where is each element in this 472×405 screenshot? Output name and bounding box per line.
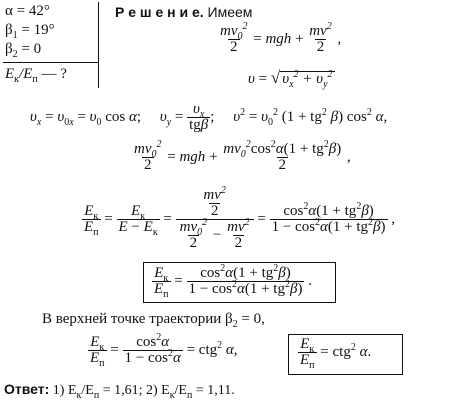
given-vertical-divider [98, 2, 99, 88]
answer-line: Ответ: 1) Eк/Eп = 1,61; 2) Eк/Eп = 1,11. [4, 381, 235, 401]
given-beta2: β2 = 0 [5, 41, 42, 60]
solution-heading: Р е ш е н и е. Имеем [115, 4, 253, 20]
given-find: Eк/Eп — ? [5, 66, 67, 85]
boxed-ctg-formula [288, 334, 403, 375]
given-alpha: α = 42° [5, 3, 50, 19]
equation-velocity: υ = √υx2 + υy2 [248, 68, 335, 90]
boxed-ratio-formula [143, 262, 336, 303]
given-divider [3, 62, 98, 63]
top-point-text: В верхней точке траектории β2 = 0, [42, 311, 265, 330]
given-beta1: β1 = 19° [5, 22, 55, 41]
